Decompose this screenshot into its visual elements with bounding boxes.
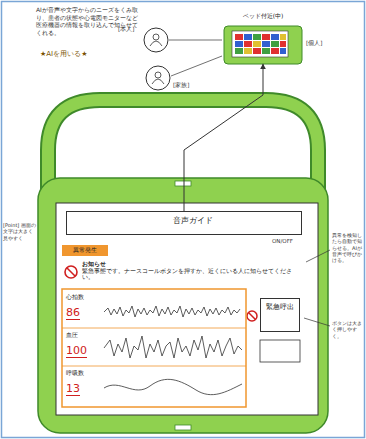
node-heading: 呼吸数 — [66, 369, 100, 377]
node-heading: 異常発生 — [65, 246, 105, 254]
person-figure — [146, 66, 170, 90]
node-heading: ベッド付近(中) — [224, 12, 302, 20]
figure-label: [本人] — [118, 26, 143, 33]
side-note: ボタンは大きく押しやすく。 — [332, 320, 364, 339]
bedside-screen-node: ベッド付近(中) — [222, 12, 304, 64]
color-grid — [235, 34, 286, 54]
person-figure — [144, 28, 168, 52]
node-heading: 音声ガイド — [89, 216, 297, 226]
node-body: 86 — [66, 306, 80, 321]
bedside-display — [232, 31, 288, 57]
person-face — [150, 34, 162, 46]
tablet-body — [38, 178, 328, 433]
tablet-screen — [56, 203, 318, 415]
figure-label: [家族] — [173, 82, 203, 89]
sub-panel — [260, 340, 300, 362]
vital-reading: 呼吸数 13 — [64, 368, 102, 402]
panel-divider — [62, 328, 246, 329]
pressure-wave — [104, 336, 242, 358]
heart-wave — [104, 306, 240, 317]
headline-note: ★AIを用いる★ — [40, 50, 120, 59]
vital-reading: 心拍数 86 — [64, 292, 102, 326]
node-body: 100 — [66, 344, 87, 359]
notice-box: お知らせ緊急事態です。ナースコールボタンを押すか、近くにいる人に知らせてください… — [62, 258, 302, 286]
leader-line — [304, 318, 330, 326]
alert-icon-bar — [67, 268, 75, 276]
alert-icon — [247, 311, 257, 321]
vital-reading: 血圧 100 — [64, 330, 102, 364]
call-button: 緊急呼出 — [260, 298, 300, 332]
node-body: 13 — [66, 382, 80, 397]
toggle-label: ON/OFF — [272, 238, 308, 245]
node-body: 緊急事態です。ナースコールボタンを押すか、近くにいる人に知らせてください。 — [82, 268, 299, 282]
voice-guide-box: 音声ガイド — [66, 211, 302, 235]
alert-icon — [65, 266, 77, 278]
leader-line — [171, 56, 222, 76]
node-heading: お知らせ — [82, 260, 299, 268]
leader-line — [169, 40, 222, 41]
home-tab — [175, 425, 191, 430]
connector-arrow — [184, 64, 263, 211]
figure-label: [個人] — [306, 40, 338, 47]
alert-icon-bar — [249, 313, 256, 320]
bedside-screen — [224, 26, 302, 64]
status-tag: 異常発生 — [62, 245, 108, 256]
side-note: [Point] 画面の文字は大きく見やすく — [3, 222, 36, 241]
node-heading: 緊急呼出 — [264, 303, 296, 312]
node-heading: 血圧 — [66, 331, 100, 339]
breath-wave — [104, 379, 242, 394]
side-note: 異常を検知したら自動で知らせる。AIが音声で呼びかける。 — [332, 232, 364, 263]
leader-line — [306, 250, 330, 262]
panel-divider — [62, 366, 246, 367]
person-face — [152, 72, 164, 84]
node-heading: 心拍数 — [66, 293, 100, 301]
vitals-panel — [62, 289, 246, 407]
camera-tab — [175, 181, 191, 186]
